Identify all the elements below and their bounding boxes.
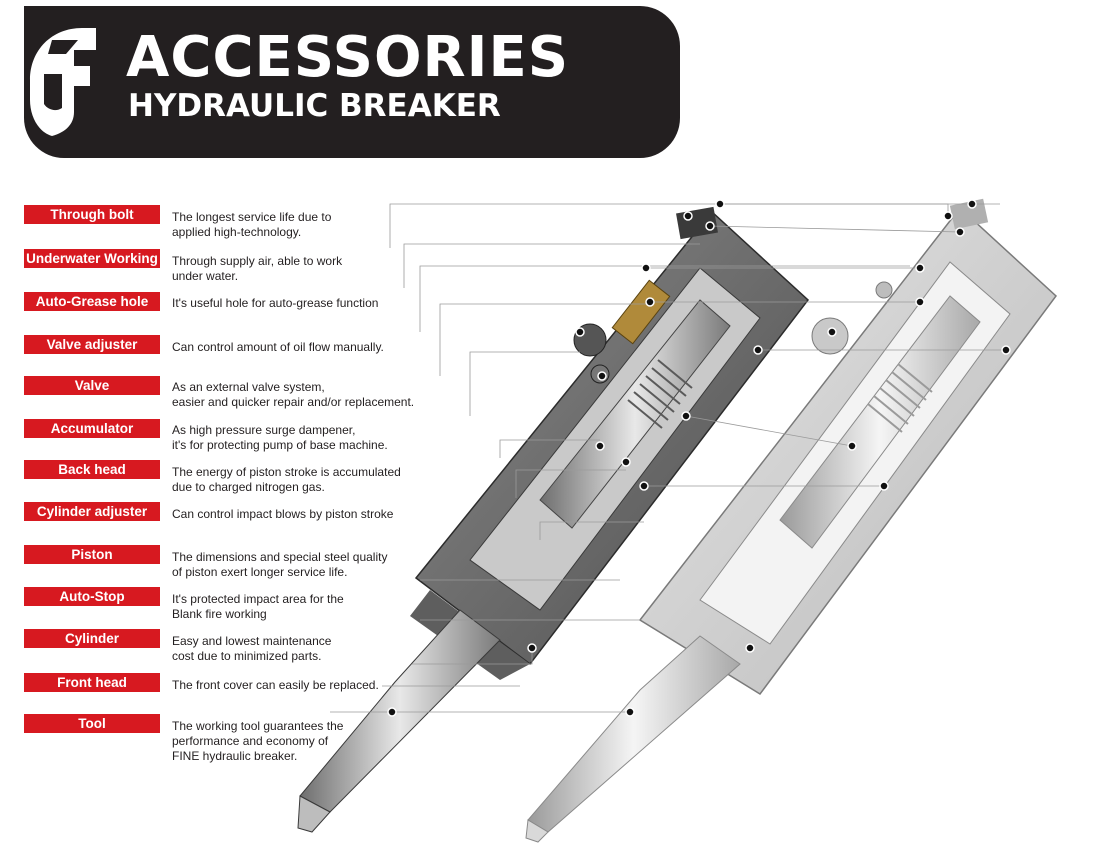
desc-line: applied high-technology. [172, 225, 302, 239]
desc-line: The longest service life due to [172, 210, 332, 224]
desc-underwater-working: Through supply air, able to work under w… [172, 254, 432, 284]
desc-through-bolt: The longest service life due to applied … [172, 210, 432, 240]
desc-line: The dimensions and special steel quality [172, 550, 388, 564]
desc-cylinder-adjuster: Can control impact blows by piston strok… [172, 507, 432, 522]
desc-auto-grease-hole: It's useful hole for auto-grease functio… [172, 296, 432, 311]
label-valve-adjuster: Valve adjuster [24, 335, 160, 354]
desc-line: Blank fire working [172, 607, 267, 621]
desc-line: easier and quicker repair and/or replace… [172, 395, 415, 409]
desc-line: it's for protecting pump of base machine… [172, 438, 388, 452]
desc-valve-adjuster: Can control amount of oil flow manually. [172, 340, 432, 355]
desc-line: The front cover can easily be replaced. [172, 678, 379, 692]
label-cylinder: Cylinder [24, 629, 160, 648]
label-valve: Valve [24, 376, 160, 395]
desc-line: As high pressure surge dampener, [172, 423, 356, 437]
desc-line: Through supply air, able to work [172, 254, 343, 268]
desc-line: FINE hydraulic breaker. [172, 749, 298, 763]
page-subtitle: HYDRAULIC BREAKER [128, 88, 501, 124]
page-title: ACCESSORIES [126, 25, 570, 90]
desc-line: It's protected impact area for the [172, 592, 344, 606]
leader-lines [330, 203, 1006, 713]
label-auto-stop: Auto-Stop [24, 587, 160, 606]
breaker-cutaway-light [525, 198, 1058, 843]
desc-cylinder: Easy and lowest maintenance cost due to … [172, 634, 432, 664]
header-banner [24, 6, 680, 158]
desc-line: As an external valve system, [172, 380, 325, 394]
label-underwater-working: Underwater Working [24, 249, 160, 268]
label-back-head: Back head [24, 460, 160, 479]
desc-line: performance and economy of [172, 734, 329, 748]
desc-accumulator: As high pressure surge dampener, it's fo… [172, 423, 432, 453]
desc-line: It's useful hole for auto-grease functio… [172, 296, 379, 310]
desc-auto-stop: It's protected impact area for the Blank… [172, 592, 432, 622]
desc-line: Can control amount of oil flow manually. [172, 340, 384, 354]
label-tool: Tool [24, 714, 160, 733]
desc-line: The working tool guarantees the [172, 719, 344, 733]
desc-tool: The working tool guarantees the performa… [172, 719, 432, 764]
desc-line: due to charged nitrogen gas. [172, 480, 325, 494]
brand-logo-icon [30, 28, 96, 136]
desc-line: cost due to minimized parts. [172, 649, 322, 663]
desc-line: of piston exert longer service life. [172, 565, 348, 579]
desc-front-head: The front cover can easily be replaced. [172, 678, 432, 693]
desc-line: The energy of piston stroke is accumulat… [172, 465, 401, 479]
callout-dots [387, 199, 1011, 717]
label-through-bolt: Through bolt [24, 205, 160, 224]
label-cylinder-adjuster: Cylinder adjuster [24, 502, 160, 521]
label-front-head: Front head [24, 673, 160, 692]
desc-piston: The dimensions and special steel quality… [172, 550, 432, 580]
desc-valve: As an external valve system, easier and … [172, 380, 432, 410]
desc-back-head: The energy of piston stroke is accumulat… [172, 465, 432, 495]
desc-line: Can control impact blows by piston strok… [172, 507, 394, 521]
desc-line: under water. [172, 269, 239, 283]
label-piston: Piston [24, 545, 160, 564]
desc-line: Easy and lowest maintenance [172, 634, 332, 648]
label-accumulator: Accumulator [24, 419, 160, 438]
label-auto-grease-hole: Auto-Grease hole [24, 292, 160, 311]
